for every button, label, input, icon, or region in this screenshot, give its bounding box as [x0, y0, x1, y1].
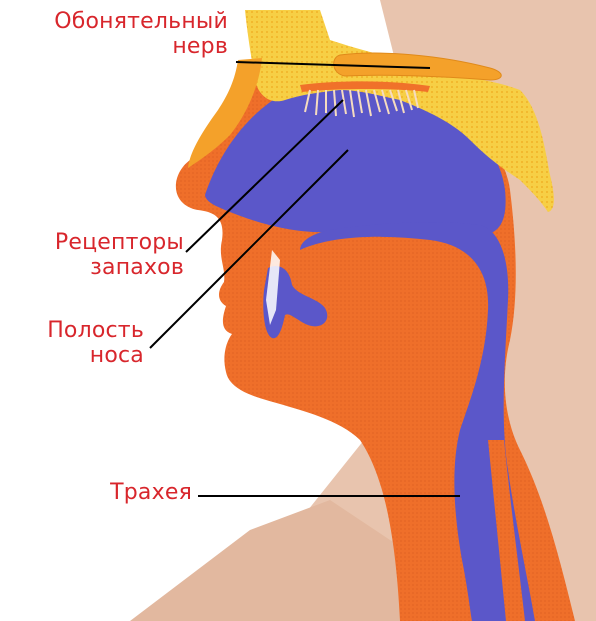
label-olfactory-nerve-line1: Обонятельный [8, 9, 228, 34]
label-nasal-cavity-line2: носа [8, 343, 144, 368]
label-olfactory-nerve: Обонятельный нерв [8, 9, 228, 59]
label-odor-receptors-line1: Рецепторы [8, 230, 184, 255]
label-odor-receptors-line2: запахов [8, 255, 184, 280]
label-odor-receptors: Рецепторы запахов [8, 230, 184, 280]
label-trachea: Трахея [60, 480, 192, 505]
label-olfactory-nerve-line2: нерв [8, 34, 228, 59]
label-trachea-line1: Трахея [60, 480, 192, 505]
label-nasal-cavity: Полость носа [8, 318, 144, 368]
label-nasal-cavity-line1: Полость [8, 318, 144, 343]
